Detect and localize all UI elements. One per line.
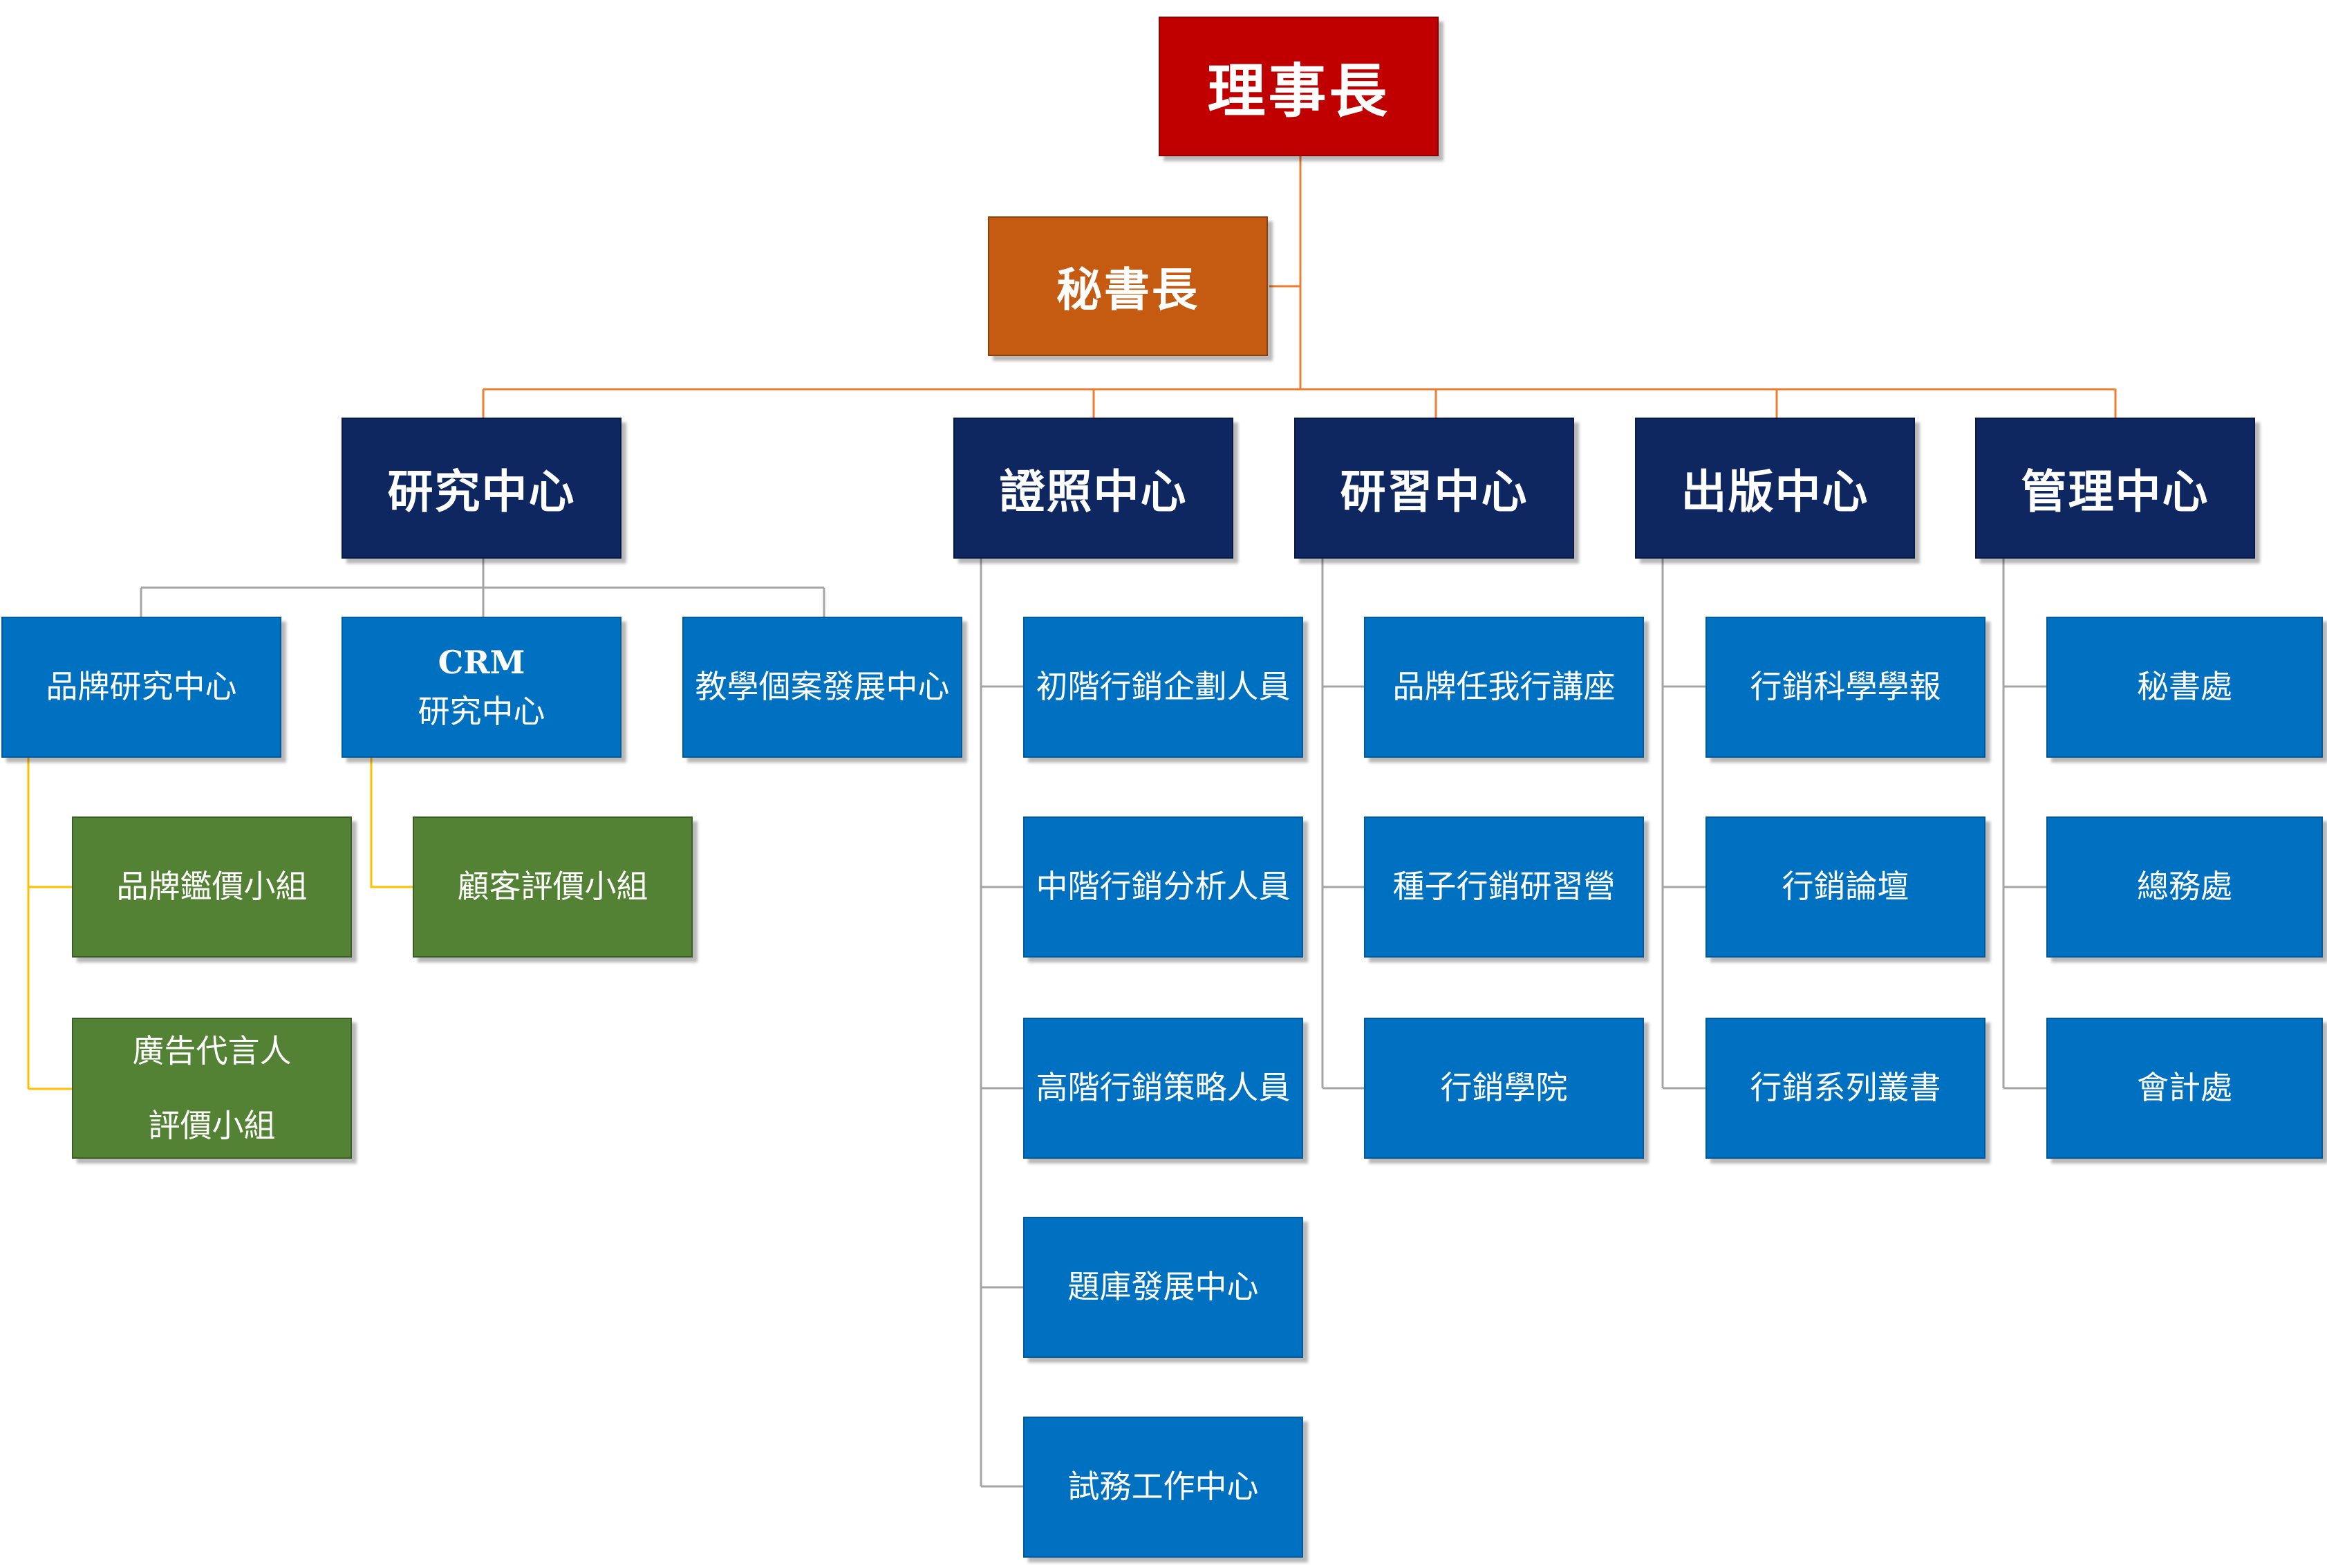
connector-research-units	[140, 559, 825, 617]
brand-research-center-box: 品牌研究中心	[1, 617, 281, 758]
case-development-center-box: 教學個案發展中心	[682, 617, 962, 758]
publishing-center-box: 出版中心	[1635, 418, 1915, 559]
secretary-general-box: 秘書長	[988, 216, 1268, 356]
management-unit-box: 總務處	[2046, 816, 2323, 958]
management-center-box: 管理中心	[1975, 418, 2255, 559]
connector-center-bus	[482, 388, 2117, 418]
chairman-box: 理事長	[1159, 17, 1439, 156]
management-unit-box: 秘書處	[2046, 617, 2323, 758]
crm-label: CRM	[438, 643, 525, 681]
publishing-unit-box: 行銷科學學報	[1705, 617, 1985, 758]
publishing-unit-box: 行銷論壇	[1705, 816, 1985, 958]
spokesperson-label-line2: 評價小組	[148, 1107, 276, 1144]
spokesperson-label-line1: 廣告代言人	[132, 1032, 292, 1070]
publishing-unit-box: 行銷系列叢書	[1705, 1018, 1985, 1159]
crm-research-label: 研究中心	[418, 693, 545, 730]
training-unit-box: 種子行銷研習營	[1364, 816, 1644, 958]
certification-center-box: 證照中心	[953, 418, 1233, 559]
brand-valuation-group-box: 品牌鑑價小組	[72, 816, 352, 958]
connector-management-units	[2002, 559, 2046, 1090]
connector-publishing-units	[1661, 559, 1705, 1090]
training-center-box: 研習中心	[1294, 418, 1574, 559]
certification-unit-box: 中階行銷分析人員	[1023, 816, 1303, 958]
connector-crm-group	[370, 758, 413, 888]
research-center-box: 研究中心	[342, 418, 622, 559]
certification-unit-box: 試務工作中心	[1023, 1417, 1303, 1558]
certification-unit-box: 初階行銷企劃人員	[1023, 617, 1303, 758]
spokesperson-evaluation-group-box: 廣告代言人 評價小組	[72, 1018, 352, 1159]
connector-training-units	[1321, 559, 1364, 1090]
connector-brand-groups	[27, 758, 72, 1090]
training-unit-box: 行銷學院	[1364, 1018, 1644, 1159]
training-unit-box: 品牌任我行講座	[1364, 617, 1644, 758]
crm-research-center-box: CRM 研究中心	[342, 617, 622, 758]
connector-certification-units	[980, 559, 1023, 1488]
customer-evaluation-group-box: 顧客評價小組	[413, 816, 693, 958]
management-unit-box: 會計處	[2046, 1018, 2323, 1159]
certification-unit-box: 題庫發展中心	[1023, 1217, 1303, 1358]
certification-unit-box: 高階行銷策略人員	[1023, 1018, 1303, 1159]
